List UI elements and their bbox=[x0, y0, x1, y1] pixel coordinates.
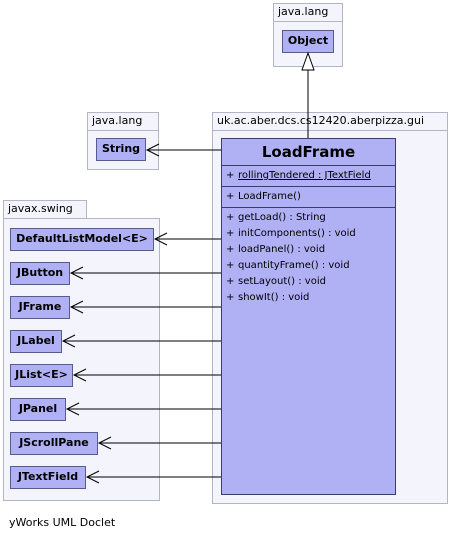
method-row: +showIt() : void bbox=[226, 290, 395, 306]
package-tab-java-lang-left: java.lang bbox=[87, 112, 159, 130]
package-tab-aberpizza-gui: uk.ac.aber.dcs.cs12420.aberpizza.gui bbox=[212, 112, 448, 130]
class-jpanel[interactable]: JPanel bbox=[10, 398, 66, 421]
dependency-arrowhead bbox=[61, 334, 76, 348]
package-label: javax.swing bbox=[8, 202, 73, 215]
dependency-arrowhead bbox=[153, 232, 168, 246]
class-name: JScrollPane bbox=[19, 436, 89, 449]
dependency-arrowhead bbox=[145, 143, 160, 157]
visibility-marker: + bbox=[226, 191, 235, 202]
visibility-marker: + bbox=[226, 170, 235, 181]
dependency-arrowhead bbox=[85, 470, 100, 484]
class-name: DefaultListModel<E> bbox=[16, 232, 148, 245]
inheritance-arrowhead bbox=[301, 51, 315, 71]
methods-section: +getLoad() : String +initComponents() : … bbox=[222, 208, 395, 308]
class-name: JFrame bbox=[18, 300, 62, 313]
method-text: getLoad() : String bbox=[238, 212, 326, 223]
constructor-row: +LoadFrame() bbox=[226, 189, 395, 205]
method-row: +setLayout() : void bbox=[226, 274, 395, 290]
class-jbutton[interactable]: JButton bbox=[10, 262, 70, 285]
class-name: JPanel bbox=[18, 402, 58, 415]
footer-credit: yWorks UML Doclet bbox=[9, 516, 116, 529]
dependency-arrowhead bbox=[72, 368, 87, 382]
class-name: Object bbox=[287, 34, 329, 47]
dependency-arrowhead bbox=[69, 266, 84, 280]
constructor-text: LoadFrame() bbox=[238, 191, 301, 202]
method-row: +initComponents() : void bbox=[226, 226, 395, 242]
constructors-section: +LoadFrame() bbox=[222, 187, 395, 208]
package-label: java.lang bbox=[92, 114, 143, 127]
class-name: String bbox=[101, 142, 141, 155]
attribute-row: +rollingTendered : JTextField bbox=[226, 168, 395, 184]
method-row: +quantityFrame() : void bbox=[226, 258, 395, 274]
method-text: loadPanel() : void bbox=[238, 244, 326, 255]
package-label: java.lang bbox=[278, 5, 329, 18]
visibility-marker: + bbox=[226, 244, 235, 255]
attributes-section: +rollingTendered : JTextField bbox=[222, 166, 395, 187]
dependency-arrowhead bbox=[65, 402, 80, 416]
class-name: JList<E> bbox=[15, 368, 68, 381]
dependency-arrowhead bbox=[97, 436, 112, 450]
visibility-marker: + bbox=[226, 260, 235, 271]
class-name: JButton bbox=[16, 266, 64, 279]
visibility-marker: + bbox=[226, 292, 235, 303]
method-row: +getLoad() : String bbox=[226, 210, 395, 226]
package-label: uk.ac.aber.dcs.cs12420.aberpizza.gui bbox=[217, 114, 424, 127]
method-text: initComponents() : void bbox=[238, 228, 356, 239]
class-string[interactable]: String bbox=[96, 138, 146, 161]
attribute-text: rollingTendered : JTextField bbox=[238, 170, 371, 181]
class-loadframe[interactable]: LoadFrame +rollingTendered : JTextField … bbox=[221, 138, 396, 495]
dependency-arrowhead bbox=[69, 300, 84, 314]
class-title: LoadFrame bbox=[222, 139, 395, 166]
method-text: setLayout() : void bbox=[238, 276, 326, 287]
class-default-list-model[interactable]: DefaultListModel<E> bbox=[10, 228, 154, 251]
class-jlist[interactable]: JList<E> bbox=[10, 364, 73, 387]
method-text: quantityFrame() : void bbox=[238, 260, 350, 271]
visibility-marker: + bbox=[226, 276, 235, 287]
class-jlabel[interactable]: JLabel bbox=[10, 330, 62, 353]
method-row: +loadPanel() : void bbox=[226, 242, 395, 258]
class-jscrollpane[interactable]: JScrollPane bbox=[10, 432, 98, 455]
visibility-marker: + bbox=[226, 228, 235, 239]
class-name: JTextField bbox=[17, 470, 79, 483]
method-text: showIt() : void bbox=[238, 292, 310, 303]
package-tab-java-lang-top: java.lang bbox=[273, 3, 343, 21]
visibility-marker: + bbox=[226, 212, 235, 223]
class-jtextfield[interactable]: JTextField bbox=[10, 466, 86, 489]
class-jframe[interactable]: JFrame bbox=[10, 296, 70, 319]
package-tab-javax-swing: javax.swing bbox=[3, 200, 87, 218]
class-name: JLabel bbox=[17, 334, 55, 347]
